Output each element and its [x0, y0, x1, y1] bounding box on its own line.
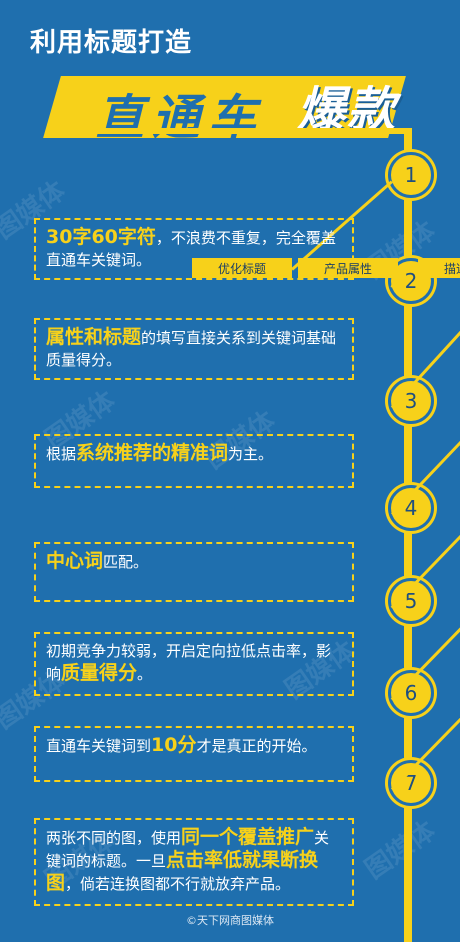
step-tag: 描述选词 — [418, 258, 460, 278]
step-description: 根据系统推荐的精准词为主。 — [34, 434, 354, 488]
step-tag: 优化标题 — [192, 258, 292, 278]
timeline-spine — [404, 128, 412, 942]
highlight-text: 属性和标题 — [46, 326, 142, 348]
highlight-text: 同一个覆盖推广 — [181, 826, 315, 848]
body-text: 两张不同的图，使用 — [46, 829, 182, 847]
body-text: 初期竞争力较弱，开启定向拉低点击率，影响 — [46, 642, 332, 683]
title-top: 利用标题打造 — [30, 28, 193, 58]
body-text: 才是真正的开始。 — [196, 737, 317, 755]
body-text: ，倘若连换图都不行就放弃产品。 — [65, 875, 291, 893]
step-tag: 产品属性 — [298, 258, 398, 278]
step-connector — [390, 268, 460, 609]
step-description: 直通车关键词到10分才是真正的开始。 — [34, 726, 354, 782]
title-main-part-a: 直通车 — [96, 90, 265, 146]
step-description: 两张不同的图，使用同一个覆盖推广关键词的标题。一旦点击率低就果断换图，倘若连换图… — [34, 818, 354, 906]
body-text: 匹配。 — [103, 553, 149, 571]
body-text: 关键词的标题。一旦 — [46, 829, 330, 870]
body-text: 为主。 — [228, 445, 274, 463]
step-description: 初期竞争力较弱，开启定向拉低点击率，影响质量得分。 — [34, 632, 354, 696]
body-text: 直通车关键词到 — [46, 737, 152, 755]
highlight-text: 30字60字符 — [46, 226, 156, 248]
step-number-1: 1 — [388, 152, 434, 198]
step-description: 属性和标题的填写直接关系到关键词基础质量得分。 — [34, 318, 354, 380]
highlight-text: 中心词 — [46, 550, 104, 572]
watermark: 图媒体 — [359, 815, 441, 886]
title-underline — [52, 128, 410, 134]
step-description: 30字60字符，不浪费不重复，完全覆盖直通车关键词。 — [34, 218, 354, 280]
step-connector — [390, 268, 460, 701]
step-description: 中心词匹配。 — [34, 542, 354, 602]
footer-credit: ©天下网商图媒体 — [186, 914, 274, 927]
body-text: ，不浪费不重复，完全覆盖直通车关键词。 — [46, 229, 336, 269]
highlight-text: 点击率低就果断换图 — [46, 849, 319, 894]
body-text: 。 — [137, 665, 153, 683]
title-main: 直通车 爆款 — [43, 66, 412, 146]
body-text: 根据 — [46, 445, 77, 463]
body-text: 的填写直接关系到关键词基础质量得分。 — [46, 329, 337, 369]
highlight-text: 系统推荐的精准词 — [76, 442, 229, 464]
highlight-text: 质量得分 — [61, 662, 138, 684]
highlight-text: 10分 — [151, 734, 197, 756]
